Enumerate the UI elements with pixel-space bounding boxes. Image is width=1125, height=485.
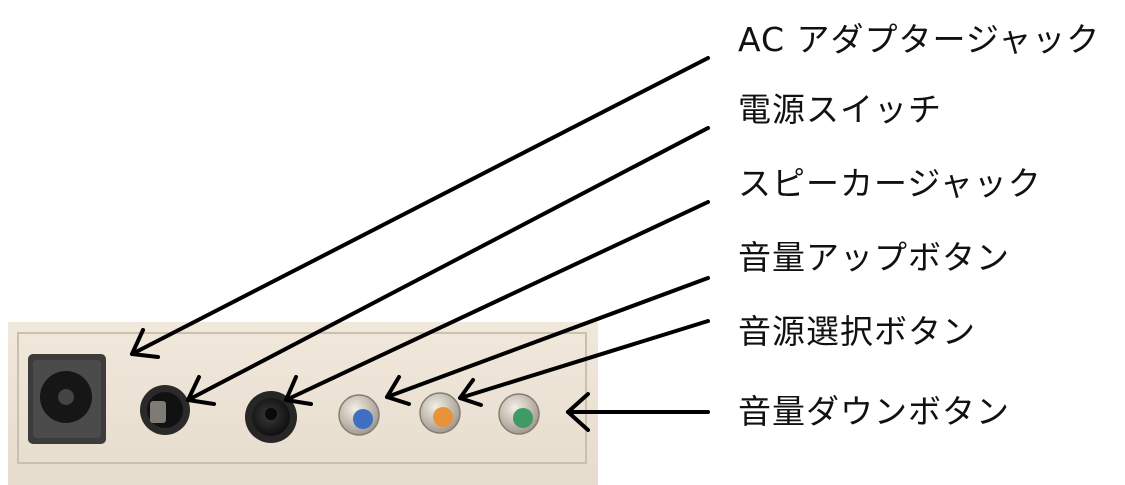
label-ac-adapter-jack: AC アダプタージャック [738, 20, 1101, 59]
label-volume-down-button: 音量ダウンボタン [738, 392, 1010, 431]
label-power-switch: 電源スイッチ [738, 90, 942, 129]
arrow-power-switch [186, 126, 710, 406]
source-select-button [419, 392, 461, 434]
power-switch [140, 385, 190, 435]
volume-down-button [498, 393, 540, 435]
label-source-select-button: 音源選択ボタン [738, 312, 976, 351]
speaker-jack [245, 391, 297, 443]
volume-up-button [338, 394, 380, 436]
arrow-volume-up-button [385, 276, 710, 406]
label-volume-up-button: 音量アップボタン [738, 238, 1010, 277]
ac-adapter-jack [28, 354, 106, 444]
label-speaker-jack: スピーカージャック [738, 164, 1042, 203]
arrow-ac-adapter-jack [130, 56, 710, 359]
arrow-speaker-jack [284, 200, 710, 406]
arrow-volume-down-button [566, 392, 710, 432]
arrow-source-select-button [458, 319, 710, 407]
